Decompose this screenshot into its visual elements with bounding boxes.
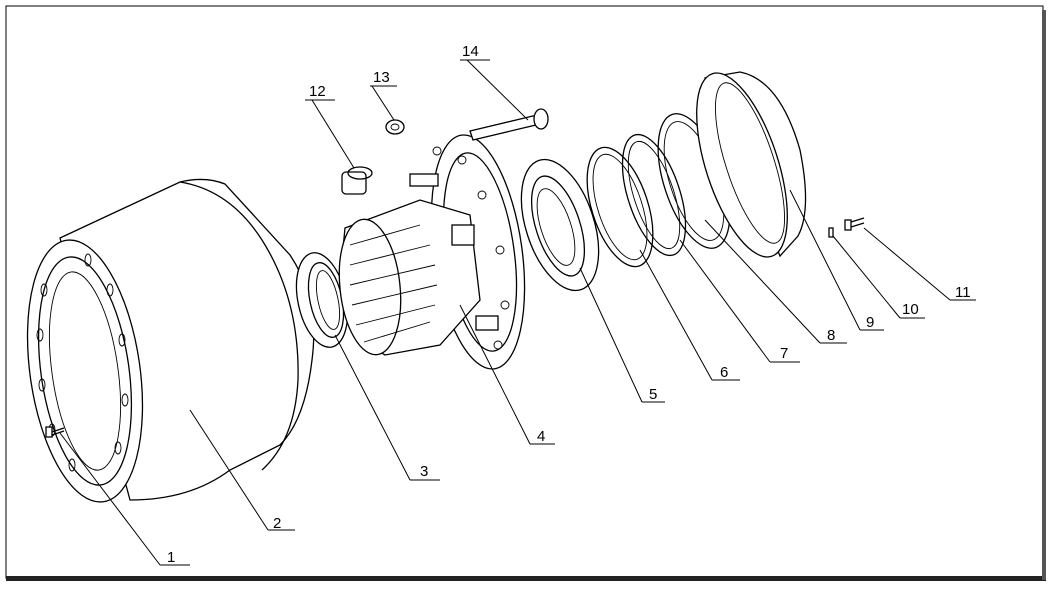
part-2-brake-drum [26, 178, 315, 503]
part-10-washer [828, 227, 834, 238]
callout-4: 4 [537, 428, 545, 445]
part-7-ring [621, 133, 687, 257]
part-12-bushing [341, 166, 373, 195]
callout-7: 7 [780, 345, 788, 362]
callout-1: 1 [167, 549, 175, 566]
part-4-hub [338, 134, 526, 370]
part-14-stud-bolt [469, 108, 549, 141]
callout-6: 6 [720, 364, 728, 381]
callout-5: 5 [649, 386, 657, 403]
part-11-screw [844, 217, 865, 231]
part-9-hub-cap [696, 71, 807, 258]
border-shadow-bottom [6, 576, 1046, 581]
callout-11: 11 [955, 284, 971, 301]
callout-12: 12 [309, 83, 326, 100]
callout-13: 13 [373, 69, 390, 86]
part-6-ring [586, 146, 654, 268]
callout-9: 9 [866, 314, 874, 331]
callout-14: 14 [462, 43, 479, 60]
part-1-bolt [45, 426, 65, 438]
callout-2: 2 [273, 515, 281, 532]
border-shadow-right [1042, 10, 1046, 580]
part-13-nut [385, 119, 405, 135]
leader-lines [59, 59, 976, 566]
callout-10: 10 [902, 301, 919, 318]
callout-3: 3 [420, 463, 428, 480]
callout-labels: 1 2 3 4 5 6 7 8 9 10 11 12 13 14 [167, 43, 971, 566]
callout-8: 8 [827, 327, 835, 344]
